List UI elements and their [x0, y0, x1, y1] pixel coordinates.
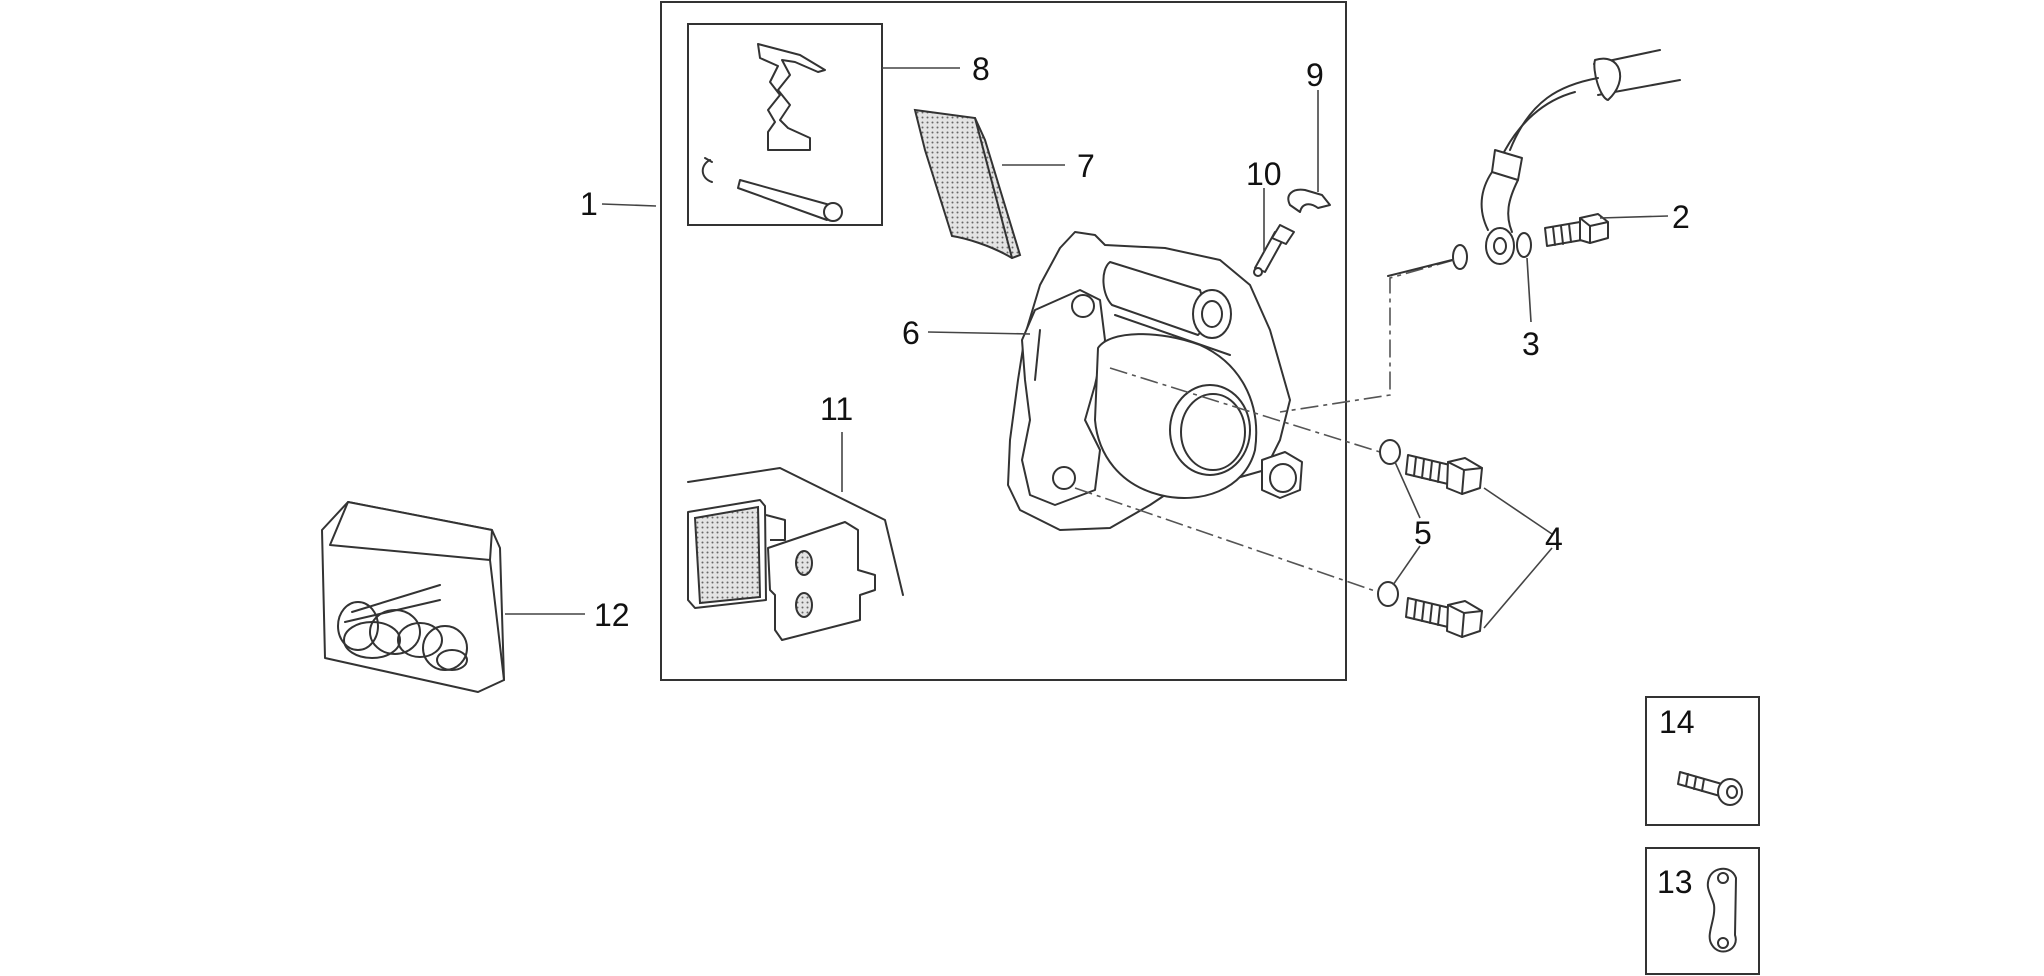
brake-pads: [687, 467, 904, 641]
label-3: 3: [1522, 326, 1540, 362]
label-7: 7: [1077, 148, 1095, 184]
mounting-bolt-top: [1405, 454, 1483, 495]
leader-4b: [1483, 547, 1553, 629]
washer-bottom: [1377, 581, 1399, 607]
part-14-inset: 14: [1645, 696, 1760, 826]
leader-4a: [1483, 487, 1553, 535]
bleed-cap: [1287, 188, 1331, 213]
assembly-line-hose: [1279, 259, 1455, 413]
label-10: 10: [1246, 156, 1282, 192]
washer-top: [1379, 439, 1401, 465]
label-9: 9: [1306, 57, 1324, 93]
assembly-line-bolt-bottom: [1074, 487, 1379, 593]
label-1: 1: [580, 186, 598, 222]
leader-5a: [1394, 461, 1421, 519]
label-12: 12: [594, 597, 630, 633]
washer-1: [1452, 244, 1468, 270]
leader-1: [601, 203, 657, 207]
brake-hose: [1480, 49, 1681, 265]
leader-hose: [1387, 259, 1453, 277]
label-2: 2: [1672, 199, 1690, 235]
shield-plate: [913, 108, 1022, 260]
banjo-bolt: [1544, 213, 1609, 247]
label-13: 13: [1657, 864, 1693, 900]
bleed-valve: [1253, 224, 1295, 277]
leader-2: [1599, 215, 1669, 219]
label-11: 11: [820, 391, 853, 427]
caliper-kit-frame: [660, 1, 1347, 681]
label-5: 5: [1414, 515, 1432, 551]
mounting-bolt-bottom: [1405, 597, 1483, 638]
label-8: 8: [972, 51, 990, 87]
pin-kit-inset: [687, 23, 883, 226]
label-4: 4: [1545, 521, 1563, 557]
leader-3: [1526, 257, 1532, 323]
label-14: 14: [1659, 704, 1695, 740]
part-13-inset: 13: [1645, 847, 1760, 975]
label-6: 6: [902, 315, 920, 351]
leader-6: [927, 331, 1031, 335]
washer-2: [1516, 232, 1532, 258]
seal-kit-bag: [321, 501, 505, 693]
leader-5b: [1392, 545, 1421, 586]
assembly-line-bolt-top: [1109, 367, 1381, 453]
